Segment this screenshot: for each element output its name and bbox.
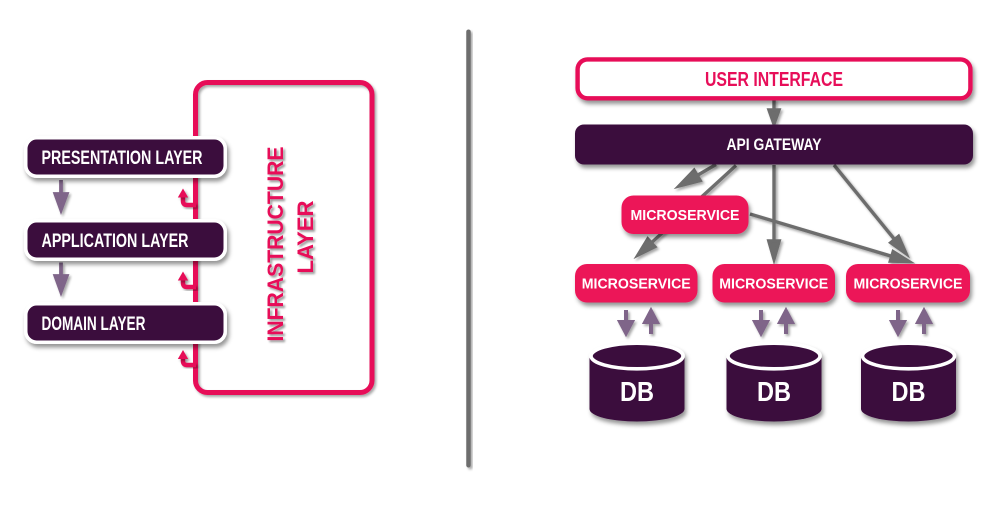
svg-text:DB: DB xyxy=(892,376,926,407)
svg-text:API GATEWAY: API GATEWAY xyxy=(727,136,822,154)
svg-text:MICROSERVICE: MICROSERVICE xyxy=(631,208,740,224)
svg-text:MICROSERVICE: MICROSERVICE xyxy=(582,276,691,292)
svg-text:MICROSERVICE: MICROSERVICE xyxy=(854,276,963,292)
svg-text:DOMAIN LAYER: DOMAIN LAYER xyxy=(42,314,146,335)
svg-text:LAYER: LAYER xyxy=(293,201,318,274)
svg-text:DB: DB xyxy=(620,376,654,407)
svg-text:USER INTERFACE: USER INTERFACE xyxy=(705,69,843,91)
svg-text:APPLICATION LAYER: APPLICATION LAYER xyxy=(42,231,189,252)
svg-text:DB: DB xyxy=(757,376,791,407)
svg-text:PRESENTATION LAYER: PRESENTATION LAYER xyxy=(42,148,203,169)
svg-text:MICROSERVICE: MICROSERVICE xyxy=(719,276,828,292)
svg-text:INFRASTRUCTURE: INFRASTRUCTURE xyxy=(263,147,288,342)
